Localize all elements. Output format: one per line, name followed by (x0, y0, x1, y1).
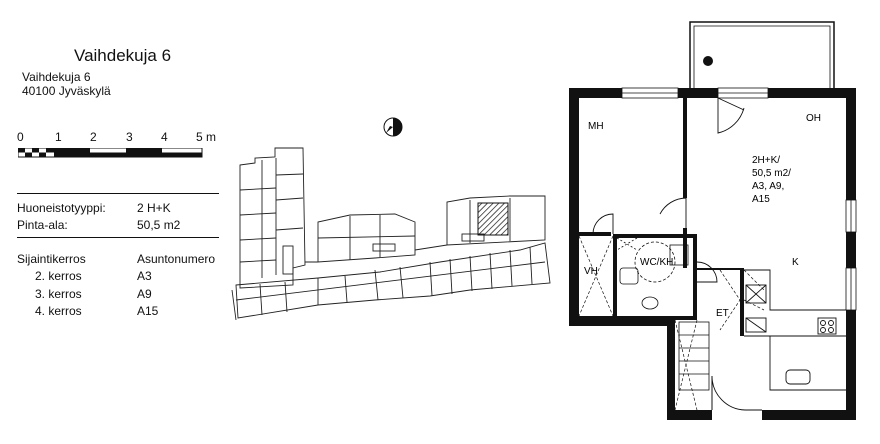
room-label-vh: VH (584, 266, 598, 277)
room-label-et: ET (716, 308, 729, 319)
apt-info-line-3: A3, A9, (752, 181, 784, 192)
apt-row-3: A15 (137, 304, 159, 318)
type-value: 2 H+K (137, 201, 171, 215)
room-label-wc: WC/KH (640, 257, 673, 268)
scale-tick-2: 2 (90, 130, 97, 144)
floor-row-3: 4. kerros (35, 304, 82, 318)
site-plan (231, 147, 551, 321)
room-label-oh: OH (806, 113, 821, 124)
highlighted-apartment (477, 202, 509, 236)
floor-row-1: 2. kerros (35, 269, 82, 283)
scale-tick-0: 0 (17, 130, 24, 144)
scale-tick-4: 4 (161, 130, 168, 144)
floor-row-2: 3. kerros (35, 287, 82, 301)
address-postal: 40100 Jyväskylä (22, 84, 111, 98)
scale-tick-5: 5 m (196, 130, 217, 144)
floor-plan: MH OH K VH WC/KH ET 2H+K/ 50,5 m2/ A3, A… (569, 21, 857, 420)
apt-info-line-4: A15 (752, 194, 770, 205)
scale-bar (18, 148, 203, 158)
type-label: Huoneistotyyppi: (17, 201, 106, 215)
scale-tick-1: 1 (55, 130, 62, 144)
room-label-k: K (792, 257, 799, 268)
apt-header: Asuntonumero (137, 252, 216, 266)
apt-row-2: A9 (137, 287, 152, 301)
apt-row-1: A3 (137, 269, 152, 283)
area-label: Pinta-ala: (17, 218, 68, 232)
compass-icon (383, 117, 403, 137)
page-title: Vaihdekuja 6 (74, 46, 172, 65)
scale-tick-3: 3 (126, 130, 133, 144)
area-value: 50,5 m2 (137, 218, 181, 232)
apt-info-line-1: 2H+K/ (752, 155, 780, 166)
apt-info-line-2: 50,5 m2/ (752, 168, 791, 179)
floor-header: Sijaintikerros (17, 252, 86, 266)
address-street: Vaihdekuja 6 (22, 70, 91, 84)
room-label-mh: MH (588, 121, 604, 132)
